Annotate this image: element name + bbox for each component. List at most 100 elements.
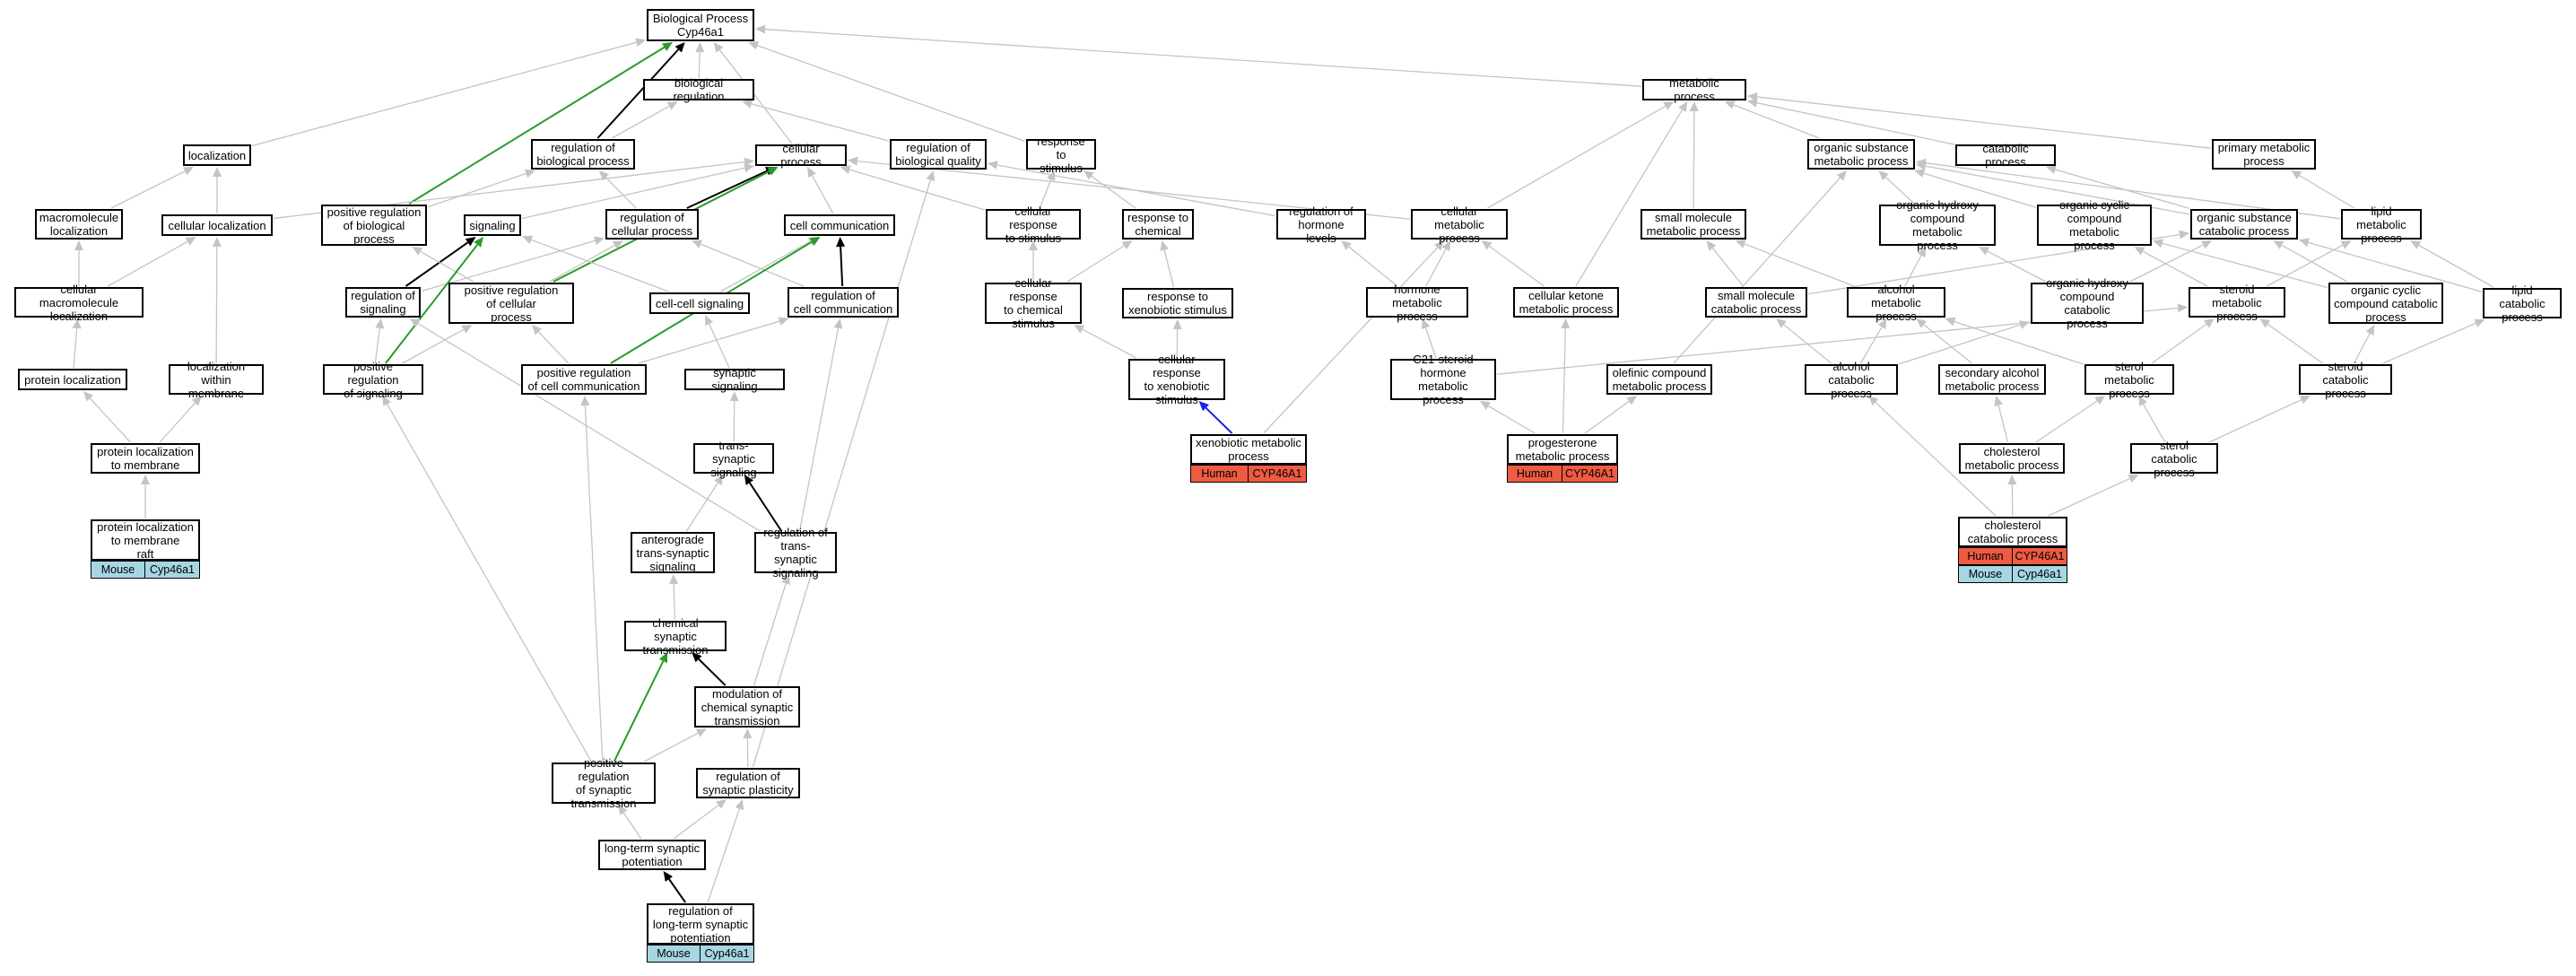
- edge-arrowhead: [580, 396, 590, 406]
- go-term-label: response to xenobiotic stimulus: [1128, 290, 1227, 317]
- go-term-cellular-response-to-chemical[interactable]: cellular response to chemical stimulus: [985, 276, 1082, 330]
- go-term-response-to-stimulus[interactable]: response to stimulus: [1026, 135, 1096, 175]
- go-term-olefinic-compound-metabolic[interactable]: olefinic compound metabolic process: [1606, 364, 1712, 395]
- edge-arrowhead: [522, 235, 534, 244]
- go-term-protein-localization-to-membrane[interactable]: protein localization to membrane: [91, 443, 200, 474]
- go-term-reg-biological-process[interactable]: regulation of biological process: [531, 139, 635, 170]
- go-term-hormone-metabolic[interactable]: hormone metabolic process: [1366, 283, 1468, 323]
- go-term-signaling[interactable]: signaling: [464, 214, 521, 236]
- go-term-alcohol-metabolic[interactable]: alcohol metabolic process: [1847, 283, 1945, 323]
- go-term-chemical-synaptic-transmission[interactable]: chemical synaptic transmission: [624, 616, 727, 657]
- go-term-response-to-xenobiotic[interactable]: response to xenobiotic stimulus: [1122, 288, 1233, 318]
- go-term-reg-synaptic-plasticity[interactable]: regulation of synaptic plasticity: [696, 768, 800, 798]
- go-term-xenobiotic-metabolic[interactable]: xenobiotic metabolic process: [1190, 434, 1307, 465]
- go-term-cellular-process[interactable]: cellular process: [755, 142, 847, 169]
- go-term-cellular-response-to-stimulus[interactable]: cellular response to stimulus: [986, 205, 1081, 245]
- go-term-reg-signaling[interactable]: regulation of signaling: [345, 287, 421, 318]
- edge-is-a: [1348, 246, 1398, 287]
- go-term-pos-reg-synaptic-transmission[interactable]: positive regulation of synaptic transmis…: [552, 756, 656, 810]
- go-term-cellular-response-to-xenobiotic[interactable]: cellular response to xenobiotic stimulus: [1128, 353, 1225, 406]
- go-term-reg-long-term-synaptic-potentiation[interactable]: regulation of long-term synaptic potenti…: [647, 903, 754, 945]
- go-term-progesterone-metabolic[interactable]: progesterone metabolic process: [1507, 434, 1618, 465]
- go-term-alcohol-catabolic[interactable]: alcohol catabolic process: [1805, 360, 1898, 400]
- go-term-reg-hormone-levels[interactable]: regulation of hormone levels: [1276, 205, 1366, 245]
- go-term-organic-substance-catabolic[interactable]: organic substance catabolic process: [2190, 209, 2298, 240]
- go-term-biological-regulation[interactable]: biological regulation: [643, 76, 754, 103]
- go-term-catabolic-process[interactable]: catabolic process: [1955, 142, 2056, 169]
- go-term-localization-within-membrane[interactable]: localization within membrane: [169, 360, 264, 400]
- go-term-protein-localization-to-membrane-raft[interactable]: protein localization to membrane raft: [91, 519, 200, 561]
- edge-arrowhead: [2299, 396, 2311, 405]
- go-term-organic-cyclic-metabolic[interactable]: organic cyclic compound metabolic proces…: [2037, 198, 2152, 252]
- go-term-label: hormone metabolic process: [1392, 282, 1442, 323]
- go-term-label: organic substance metabolic process: [1814, 141, 1909, 168]
- go-term-response-to-chemical[interactable]: response to chemical: [1122, 209, 1194, 240]
- go-term-organic-cyclic-catabolic[interactable]: organic cyclic compound catabolic proces…: [2328, 283, 2443, 324]
- go-term-reg-cell-communication[interactable]: regulation of cell communication: [788, 287, 899, 318]
- go-term-pos-reg-biological-process[interactable]: positive regulation of biological proces…: [321, 205, 427, 246]
- go-term-small-molecule-catabolic[interactable]: small molecule catabolic process: [1705, 287, 1807, 318]
- go-term-pos-reg-signaling[interactable]: positive regulation of signaling: [323, 360, 423, 400]
- edge-arrowhead: [1735, 240, 1746, 248]
- go-term-sterol-catabolic[interactable]: sterol catabolic process: [2130, 439, 2218, 479]
- go-term-synaptic-signaling[interactable]: synaptic signaling: [684, 366, 785, 393]
- edge-arrowhead: [674, 42, 685, 53]
- go-term-cholesterol-catabolic[interactable]: cholesterol catabolic process: [1958, 517, 2067, 547]
- go-term-trans-synaptic-signaling[interactable]: trans-synaptic signaling: [693, 439, 774, 479]
- edge-is-a: [1898, 324, 2021, 365]
- go-term-cellular-metabolic[interactable]: cellular metabolic process: [1411, 205, 1508, 245]
- go-term-cellular-localization[interactable]: cellular localization: [161, 214, 273, 236]
- go-term-lipid-catabolic[interactable]: lipid catabolic process: [2483, 283, 2562, 324]
- go-term-small-molecule-metabolic[interactable]: small molecule metabolic process: [1640, 209, 1746, 240]
- go-term-reg-biological-quality[interactable]: regulation of biological quality: [890, 139, 987, 170]
- go-term-c21-steroid-hormone-metabolic[interactable]: C21-steroid hormone metabolic process: [1390, 353, 1496, 406]
- go-term-organic-substance-metabolic[interactable]: organic substance metabolic process: [1807, 139, 1915, 170]
- go-term-cholesterol-metabolic[interactable]: cholesterol metabolic process: [1959, 443, 2065, 474]
- go-term-label: macromolecule localization: [39, 211, 119, 238]
- go-term-cellular-macromolecule-localization[interactable]: cellular macromolecule localization: [14, 283, 144, 323]
- edge-arrowhead: [695, 42, 705, 53]
- edge-is-a: [1744, 243, 1855, 287]
- go-term-steroid-catabolic[interactable]: steroid catabolic process: [2299, 360, 2392, 400]
- edge-arrowhead: [185, 237, 196, 246]
- go-term-steroid-metabolic[interactable]: steroid metabolic process: [2189, 283, 2285, 323]
- go-term-organic-hydroxy-metabolic[interactable]: organic hydroxy compound metabolic proce…: [1879, 198, 1996, 252]
- edge-is-a: [1756, 102, 1955, 145]
- edge-arrowhead: [382, 396, 392, 406]
- go-term-pos-reg-cellular-process[interactable]: positive regulation of cellular process: [448, 283, 574, 324]
- go-term-label: regulation of long-term synaptic potenti…: [652, 903, 749, 945]
- go-term-label: cellular metabolic process: [1434, 204, 1484, 245]
- go-term-lipid-metabolic[interactable]: lipid metabolic process: [2341, 205, 2422, 245]
- go-term-pos-reg-cell-communication[interactable]: positive regulation of cell communicatio…: [521, 364, 647, 395]
- go-term-cellular-ketone-metabolic[interactable]: cellular ketone metabolic process: [1513, 287, 1619, 318]
- go-term-sterol-metabolic[interactable]: sterol metabolic process: [2084, 360, 2174, 400]
- edge-arrowhead: [836, 237, 846, 248]
- go-term-protein-localization[interactable]: protein localization: [18, 369, 127, 390]
- go-term-cell-communication[interactable]: cell communication: [784, 214, 895, 236]
- go-term-modulation-chemical-synaptic[interactable]: modulation of chemical synaptic transmis…: [694, 686, 800, 728]
- edge-arrowhead: [1724, 100, 1736, 109]
- go-term-organic-hydroxy-catabolic[interactable]: organic hydroxy compound catabolic proce…: [2031, 276, 2144, 330]
- go-term-primary-metabolic[interactable]: primary metabolic process: [2212, 139, 2316, 170]
- go-term-reg-trans-synaptic[interactable]: regulation of trans-synaptic signaling: [754, 526, 837, 580]
- go-term-macromolecule-localization[interactable]: macromolecule localization: [35, 209, 123, 240]
- go-term-metabolic-process[interactable]: metabolic process: [1642, 76, 1746, 103]
- go-term-anterograde-trans-synaptic[interactable]: anterograde trans-synaptic signaling: [631, 532, 715, 573]
- go-term-cell-cell-signaling[interactable]: cell-cell signaling: [649, 292, 750, 314]
- go-term-label: progesterone metabolic process: [1515, 436, 1610, 463]
- go-term-bp[interactable]: Biological Process Cyp46a1: [647, 9, 754, 41]
- go-term-secondary-alcohol-metabolic[interactable]: secondary alcohol metabolic process: [1938, 364, 2046, 395]
- edge-is-a: [1424, 327, 1437, 359]
- go-term-localization[interactable]: localization: [183, 144, 251, 166]
- go-term-long-term-synaptic-potentiation[interactable]: long-term synaptic potentiation: [598, 840, 706, 870]
- edge-is-a: [1923, 324, 1973, 364]
- edge-arrowhead: [662, 42, 673, 51]
- go-term-reg-cellular-process[interactable]: regulation of cellular process: [605, 209, 699, 240]
